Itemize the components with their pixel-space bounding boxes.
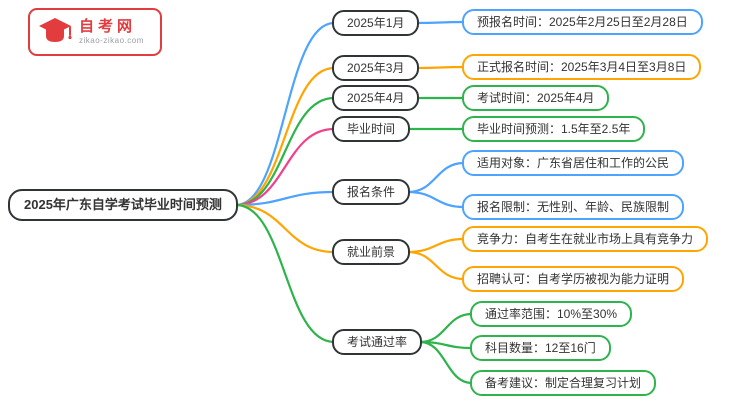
leaf-node[interactable]: 考试时间：2025年4月 bbox=[462, 85, 610, 111]
branch-node[interactable]: 2025年3月 bbox=[332, 55, 420, 81]
leaf-node[interactable]: 适用对象：广东省居住和工作的公民 bbox=[462, 150, 685, 176]
logo-text: 自考网 zikao-zikao.com bbox=[79, 18, 144, 46]
leaf-node[interactable]: 备考建议：制定合理复习计划 bbox=[470, 370, 657, 396]
branch-node[interactable]: 考试通过率 bbox=[332, 329, 423, 355]
logo-name: 自考网 bbox=[79, 18, 137, 35]
root-node[interactable]: 2025年广东自学考试毕业时间预测 bbox=[8, 189, 238, 221]
logo-domain: zikao-zikao.com bbox=[79, 36, 144, 45]
graduation-cap-icon bbox=[39, 18, 72, 42]
branch-node[interactable]: 就业前景 bbox=[332, 239, 411, 265]
branch-node[interactable]: 毕业时间 bbox=[332, 116, 411, 142]
branch-node[interactable]: 2025年4月 bbox=[332, 85, 420, 111]
leaf-node[interactable]: 预报名时间：2025年2月25日至2月28日 bbox=[462, 9, 703, 35]
leaf-node[interactable]: 通过率范围：10%至30% bbox=[470, 301, 633, 327]
branch-node[interactable]: 2025年1月 bbox=[332, 10, 420, 36]
branch-node[interactable]: 报名条件 bbox=[332, 179, 411, 205]
leaf-node[interactable]: 报名限制：无性别、年龄、民族限制 bbox=[462, 194, 685, 220]
leaf-node[interactable]: 招聘认可：自考学历被视为能力证明 bbox=[462, 266, 685, 292]
leaf-node[interactable]: 毕业时间预测：1.5年至2.5年 bbox=[462, 116, 646, 142]
site-logo: 自考网 zikao-zikao.com bbox=[28, 8, 162, 56]
leaf-node[interactable]: 正式报名时间：2025年3月4日至3月8日 bbox=[462, 54, 702, 80]
leaf-node[interactable]: 竞争力：自考生在就业市场上具有竞争力 bbox=[462, 226, 709, 252]
leaf-node[interactable]: 科目数量：12至16门 bbox=[470, 335, 611, 361]
